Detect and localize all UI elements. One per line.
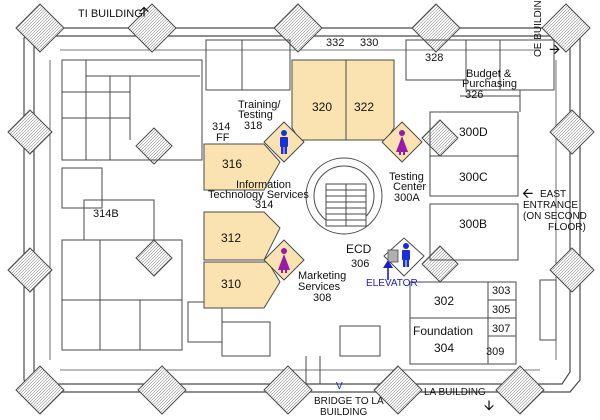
room-314b-label: 314B (93, 208, 119, 220)
arrow-up-icon: 🡩 (139, 3, 150, 19)
room-303-label: 303 (492, 285, 511, 297)
room-320-shape (291, 59, 347, 141)
room-300d-label: 300D (459, 125, 488, 139)
east-entrance-label-1: EAST (540, 189, 567, 200)
interior-walls (61, 39, 557, 384)
marketing-label-1: Marketing (298, 270, 347, 282)
stairs-icon (305, 157, 383, 235)
room-320-label: 320 (312, 100, 333, 114)
elevator-icon (383, 249, 399, 280)
room-300a-label: 300A (394, 192, 420, 204)
women-restroom-icon (396, 130, 408, 155)
training-label-2: Testing (238, 109, 273, 121)
room-312-label: 312 (221, 231, 242, 245)
room-305-label: 305 (492, 304, 511, 316)
bridge-marker: V (336, 381, 343, 392)
room-306-label: 306 (351, 258, 370, 270)
marketing-label-2: Services (298, 281, 341, 293)
room-322-label: 322 (354, 100, 375, 114)
room-326-label: 326 (465, 89, 484, 101)
room-328-label: 328 (425, 52, 444, 64)
room-316-label: 316 (222, 157, 243, 171)
room-302-label: 302 (434, 294, 455, 308)
training-label-1: Training/ (238, 99, 281, 111)
arrow-right-icon: 🡪 (549, 41, 561, 57)
room-300b-label: 300B (459, 217, 488, 231)
testing-center-label-2: Center (393, 181, 427, 193)
room-330-label: 330 (360, 37, 379, 49)
ti-building-label: TI BUILDING (78, 8, 143, 20)
arrow-left-icon: 🡨 (522, 185, 534, 201)
room-307-label: 307 (492, 323, 511, 335)
room-310-label: 310 (221, 277, 242, 291)
budget-label-2: Purchasing (462, 78, 518, 90)
oe-building-label: OE BUILDING (533, 0, 544, 57)
ecd-label: ECD (346, 242, 372, 256)
men-restroom-icon (402, 243, 410, 267)
foundation-label: Foundation (413, 324, 474, 338)
la-building-label: LA BUILDING (424, 387, 486, 398)
highlighted-rooms (203, 59, 395, 309)
bridge-label-1: BRIDGE TO LA (314, 396, 384, 407)
arrow-down-icon: 🡫 (484, 397, 495, 413)
room-308-label: 308 (313, 292, 332, 304)
room-314-label: 314 (212, 121, 231, 133)
east-entrance-label-2: ENTRANCE (523, 200, 579, 211)
room-314-ff-label: FF (216, 132, 230, 144)
room-304-label: 304 (434, 341, 455, 355)
info-tech-label-1: Information (236, 179, 292, 191)
men-restroom-icon (280, 130, 288, 154)
women-restroom-icon (278, 248, 290, 273)
elevator-label: ELEVATOR (366, 278, 418, 289)
testing-center-label-1: Testing (389, 171, 424, 183)
east-entrance-label-3: (ON SECOND (523, 211, 587, 222)
budget-label-1: Budget & (466, 68, 512, 80)
info-tech-label-2: Technology Services (208, 189, 309, 201)
room-314-its-label: 314 (255, 199, 274, 211)
room-332-label: 332 (326, 37, 345, 49)
room-316-shape (203, 143, 281, 191)
bridge-label-2: BUILDING (320, 407, 368, 418)
room-318-label: 318 (244, 120, 263, 132)
room-310-shape (203, 261, 281, 309)
room-300c-label: 300C (459, 170, 488, 184)
room-312-shape (203, 211, 281, 261)
east-entrance-label-4: FLOOR) (548, 222, 586, 233)
room-309-label: 309 (486, 346, 505, 358)
